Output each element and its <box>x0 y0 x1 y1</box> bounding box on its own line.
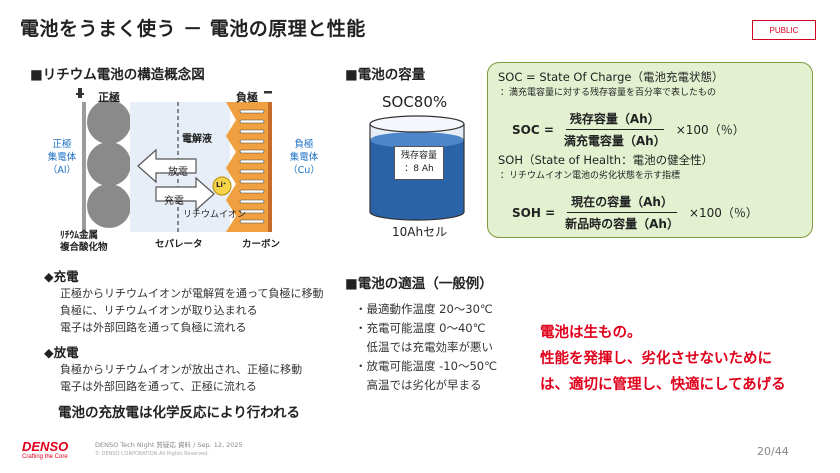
summary-text: 電池の充放電は化学反応により行われる <box>58 405 301 421</box>
positive-label: 正極 <box>98 91 120 104</box>
page-title: 電池をうまく使う － 電池の原理と性能 <box>20 18 366 40</box>
capacity-heading: ■電池の容量 <box>345 67 426 83</box>
temperature-list: ・最適動作温度 20～30℃ ・充電可能温度 0～40℃ 低温では充電効率が悪い… <box>355 302 497 392</box>
soh-title: SOH（State of Health：電池の健全性） <box>498 153 714 167</box>
soh-formula: SOH = 現在の容量（Ah）新品時の容量（Ah） ×100（％） <box>512 195 758 231</box>
structure-heading: ■リチウム電池の構造概念図 <box>30 67 205 83</box>
charge-description: 正極からリチウムイオンが電解質を通って負極に移動 負極に、リチウムイオンが取り込… <box>60 287 324 334</box>
cell-label: 10Ahセル <box>392 225 448 239</box>
discharge-heading: ◆放電 <box>44 345 79 360</box>
temperature-heading: ■電池の適温（一般例） <box>345 276 493 292</box>
page-number: 20/44 <box>757 445 789 458</box>
callout-text: 電池は生もの。 性能を発揮し、劣化させないために は、適切に管理し、快適にしてあ… <box>540 325 786 393</box>
definitions-box <box>487 62 813 238</box>
anode-carbon <box>226 102 268 232</box>
soc-description: ：満充電容量に対する残存容量を百分率で表したもの <box>500 88 717 98</box>
positive-collector-label: 正極 集電体 （Al） <box>47 139 77 176</box>
soc-formula: SOC = 残存容量（Ah）満充電容量（Ah） ×100（％） <box>512 112 745 148</box>
battery-structure-diagram <box>76 88 272 232</box>
charge-label: 充電 <box>164 196 184 207</box>
denso-tagline: Crafting the Core <box>22 454 68 460</box>
negative-terminal <box>264 91 272 94</box>
charge-heading: ◆充電 <box>44 269 79 284</box>
discharge-arrow <box>137 148 197 184</box>
remaining-capacity-box: 残存容量 ：8 Ah <box>394 146 444 180</box>
soc-title: SOC = State Of Charge（電池充電状態） <box>498 70 724 84</box>
li-ion-label: リチウムイオン <box>183 210 247 220</box>
li-ion-circle <box>212 176 232 196</box>
cathode-particles <box>87 100 131 228</box>
footer-copyright: © DENSO CORPORATION All Rights Reserved. <box>95 451 209 457</box>
soh-description: ：リチウムイオン電池の劣化状態を示す指標 <box>500 171 681 181</box>
carbon-label: カーボン <box>242 239 281 250</box>
soc-label: SOC80% <box>382 93 448 111</box>
negative-label: 負極 <box>236 91 258 104</box>
li-ion-symbol: Li⁺ <box>216 181 227 189</box>
electrolyte-label: 電解液 <box>182 134 212 145</box>
charge-arrow <box>155 176 215 212</box>
negative-collector-label: 負極 集電体 （Cu） <box>288 139 320 176</box>
footer-event: DENSO Tech Night 質疑応 資料 / Sep. 12, 2025 <box>95 441 243 449</box>
denso-logo: DENSO <box>22 439 69 454</box>
public-badge: PUBLIC <box>752 20 816 40</box>
cathode-material-label: ﾘﾁｳﾑ金属 複合酸化物 <box>60 230 108 253</box>
cu-collector <box>268 102 272 232</box>
separator-label: セパレータ <box>155 239 203 250</box>
discharge-description: 負極からリチウムイオンが放出され、正極に移動 電子は外部回路を通って、正極に流れ… <box>60 363 303 393</box>
al-collector <box>82 102 86 232</box>
discharge-label: 放電 <box>168 167 188 178</box>
